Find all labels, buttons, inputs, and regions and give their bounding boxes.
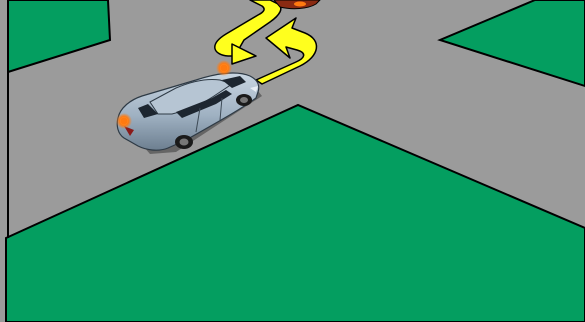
indicator-rear-left (116, 113, 132, 129)
indicator-front-left (216, 60, 232, 76)
